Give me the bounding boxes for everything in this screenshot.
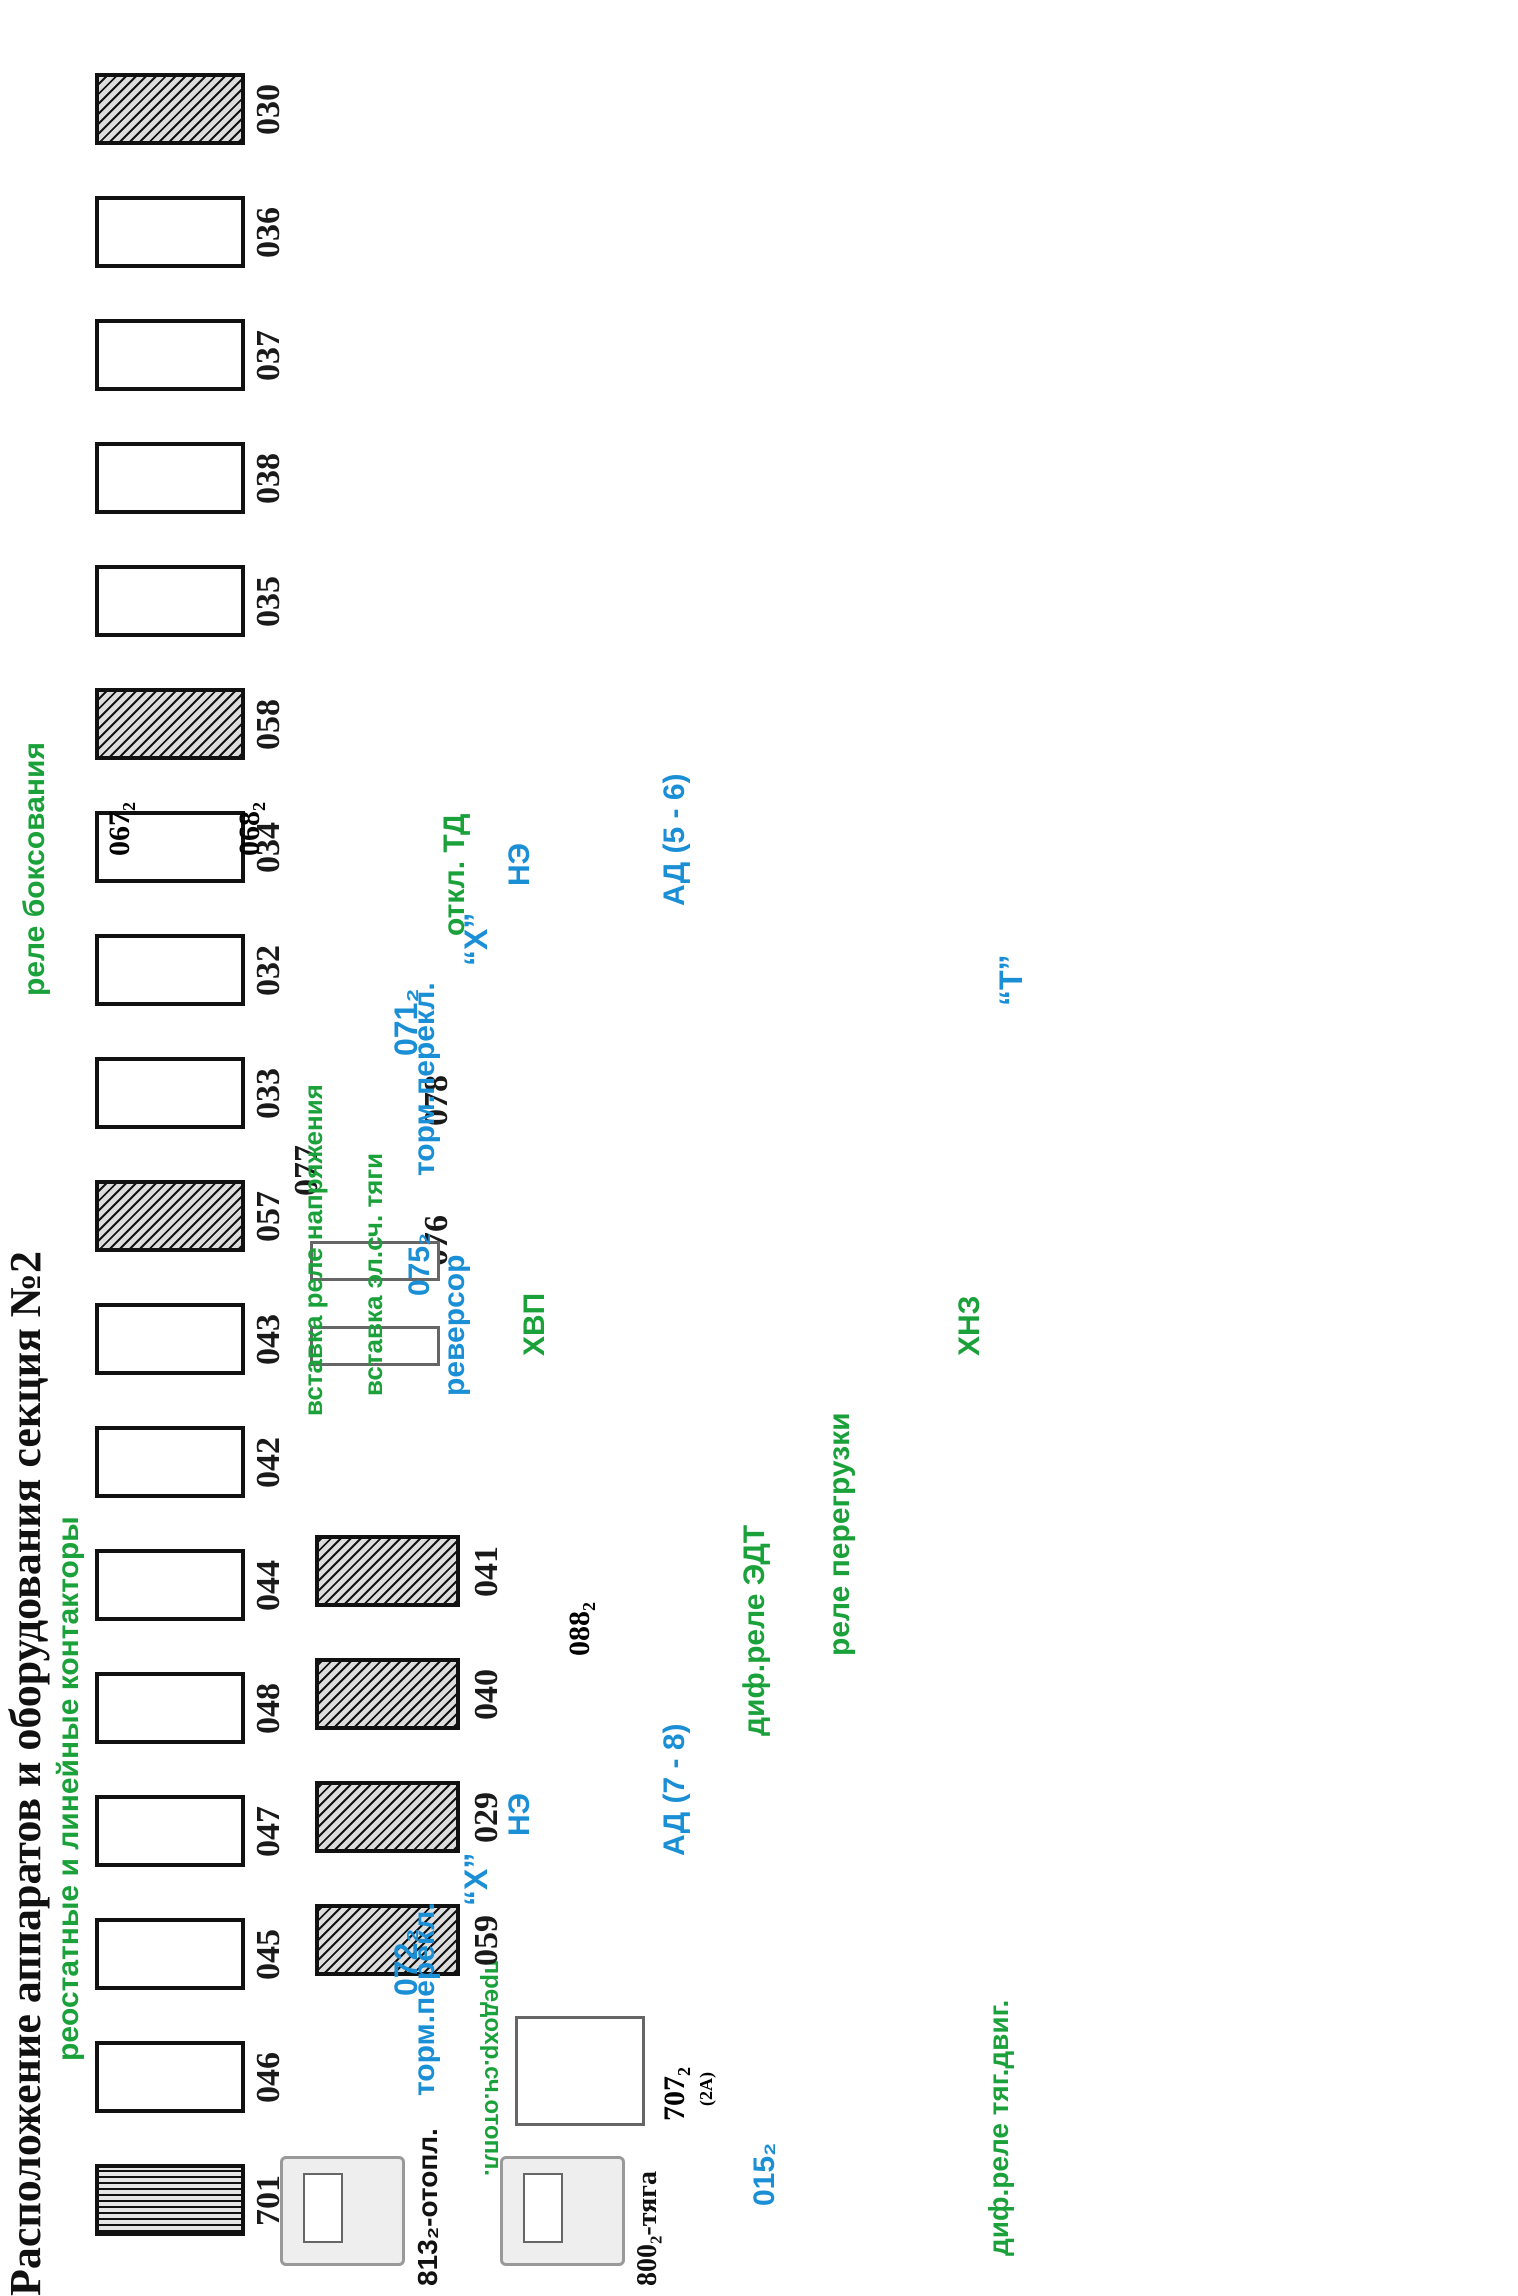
contactor-035[interactable]	[95, 565, 245, 637]
contactor-036[interactable]	[95, 196, 245, 268]
contactor-038[interactable]	[95, 442, 245, 514]
contactor-label: 030	[250, 84, 287, 135]
contactor-label: 038	[250, 453, 287, 504]
contactor-label: 037	[250, 330, 287, 381]
contactor-label: 058	[250, 699, 287, 750]
contactor-label: 036	[250, 207, 287, 258]
contactor-label: 035	[250, 576, 287, 627]
contactor-030[interactable]	[95, 73, 245, 145]
contactor-058[interactable]	[95, 688, 245, 760]
equipment-drawing	[0, 778, 1040, 2296]
contactor-037[interactable]	[95, 319, 245, 391]
